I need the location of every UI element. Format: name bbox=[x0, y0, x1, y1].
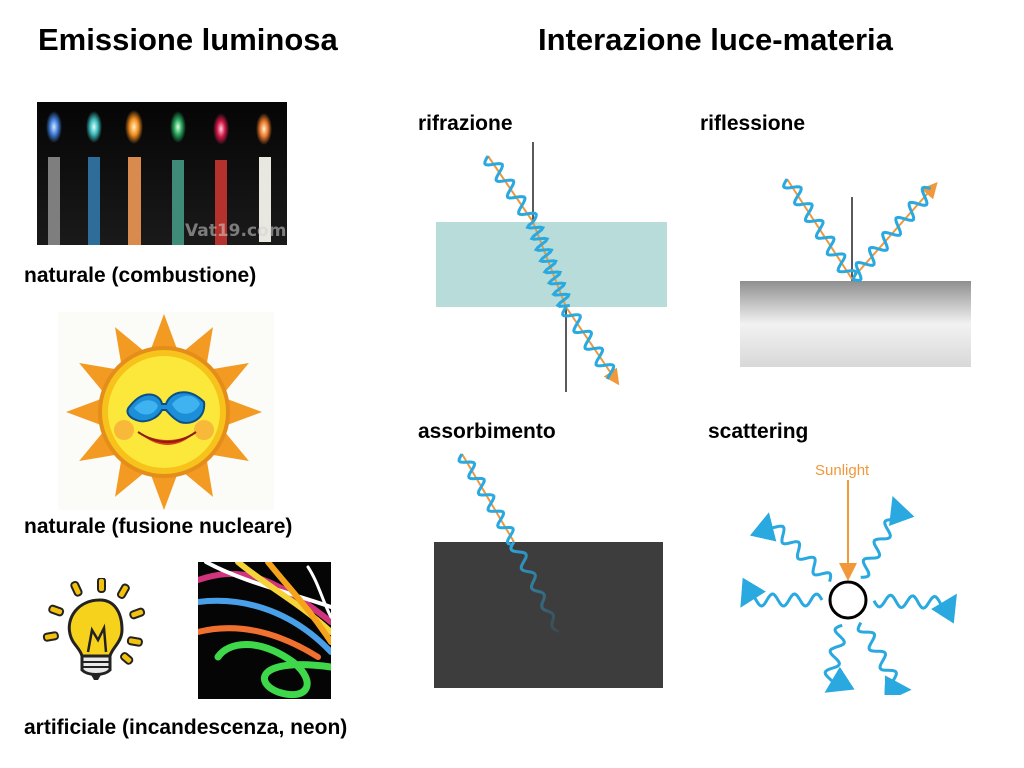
candles-watermark: Vat19.com bbox=[185, 221, 286, 241]
neon-image bbox=[198, 562, 331, 699]
scattering-diagram: Sunlight bbox=[740, 455, 960, 695]
label-scattering: scattering bbox=[708, 420, 809, 443]
scattered-ray bbox=[872, 593, 957, 624]
scattered-ray bbox=[860, 496, 915, 579]
reflection-diagram bbox=[735, 175, 975, 370]
scattered-ray bbox=[740, 577, 824, 608]
label-refraction: rifrazione bbox=[418, 112, 513, 135]
sun-image bbox=[58, 312, 274, 510]
label-absorption: assorbimento bbox=[418, 420, 556, 443]
title-interaction: Interazione luce-materia bbox=[538, 22, 893, 57]
scattered-ray bbox=[856, 621, 912, 695]
label-reflection: riflessione bbox=[700, 112, 806, 135]
refraction-wave bbox=[483, 155, 616, 380]
refraction-diagram bbox=[430, 140, 680, 400]
scattered-ray bbox=[823, 623, 855, 693]
scattered-ray bbox=[749, 512, 833, 582]
title-emission: Emissione luminosa bbox=[38, 22, 338, 57]
scattering-particle bbox=[828, 580, 868, 620]
caption-fusion: naturale (fusione nucleare) bbox=[24, 515, 293, 538]
caption-combustion: naturale (combustione) bbox=[24, 264, 257, 287]
caption-artificial: artificiale (incandescenza, neon) bbox=[24, 716, 348, 739]
lightbulb-icon bbox=[40, 578, 150, 686]
sunlight-label: Sunlight bbox=[815, 462, 870, 479]
candles-image: Vat19.com bbox=[37, 102, 287, 245]
absorbing-material bbox=[434, 542, 663, 688]
mirror-surface bbox=[740, 281, 971, 367]
absorption-diagram bbox=[430, 450, 670, 695]
